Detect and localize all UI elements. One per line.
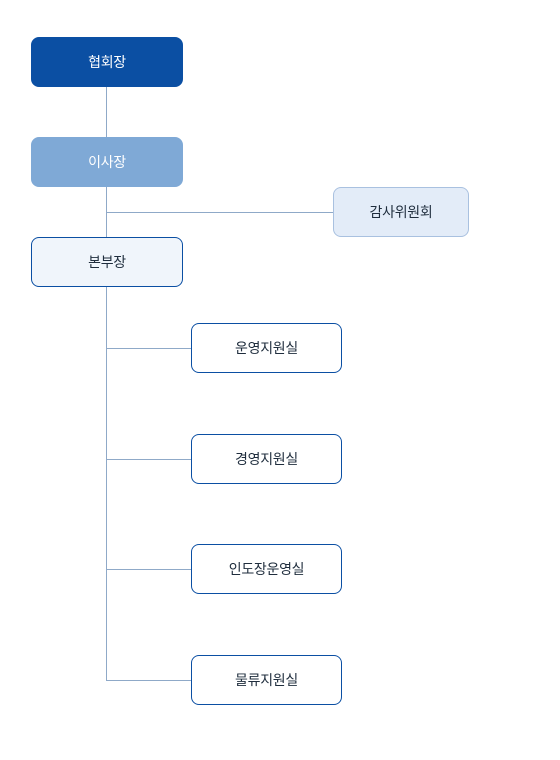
headquarters-head-box: 본부장 (31, 237, 183, 287)
connector-president-chairman (106, 87, 107, 137)
connector-dept-2 (106, 459, 191, 460)
connector-dept-1 (106, 348, 191, 349)
connector-audit-branch (106, 212, 333, 213)
connector-dept-4 (106, 680, 191, 681)
audit-committee-box: 감사위원회 (333, 187, 469, 237)
chairman-box: 이사장 (31, 137, 183, 187)
connector-dept-3 (106, 569, 191, 570)
department-box-delivery-operations: 인도장운영실 (191, 544, 342, 594)
president-box: 협회장 (31, 37, 183, 87)
department-box-management-support: 경영지원실 (191, 434, 342, 484)
department-box-operations-support: 운영지원실 (191, 323, 342, 373)
connector-head-departments (106, 287, 107, 680)
department-box-logistics-support: 물류지원실 (191, 655, 342, 705)
